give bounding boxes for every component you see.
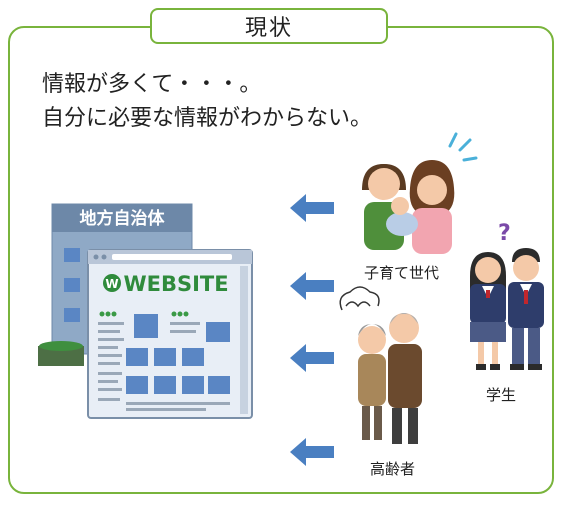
website-window-illustration: W WEBSITE — [87, 249, 253, 419]
website-logo-text: WEBSITE — [123, 272, 228, 296]
arrow-icons — [290, 194, 334, 466]
group-label-seniors: 高齢者 — [370, 460, 416, 478]
website-logo-letter: W — [105, 277, 118, 291]
seniors-illustration — [339, 286, 422, 444]
description-line-1: 情報が多くて・・・。 — [42, 72, 262, 97]
description-line-2: 自分に必要な情報がわからない。 — [42, 106, 373, 131]
arrow-left-icon — [290, 344, 334, 372]
arrow-left-icon — [290, 194, 334, 222]
students-illustration: ? — [470, 221, 544, 370]
arrow-left-icon — [290, 438, 334, 466]
building-sign: 地方自治体 — [80, 208, 166, 229]
section-title: 現状 — [150, 8, 388, 44]
svg-text:?: ? — [498, 221, 511, 246]
group-label-students: 学生 — [486, 386, 517, 404]
parenting-family-illustration — [362, 132, 478, 254]
group-label-parenting: 子育て世代 — [364, 264, 440, 282]
arrow-left-icon — [290, 272, 334, 300]
